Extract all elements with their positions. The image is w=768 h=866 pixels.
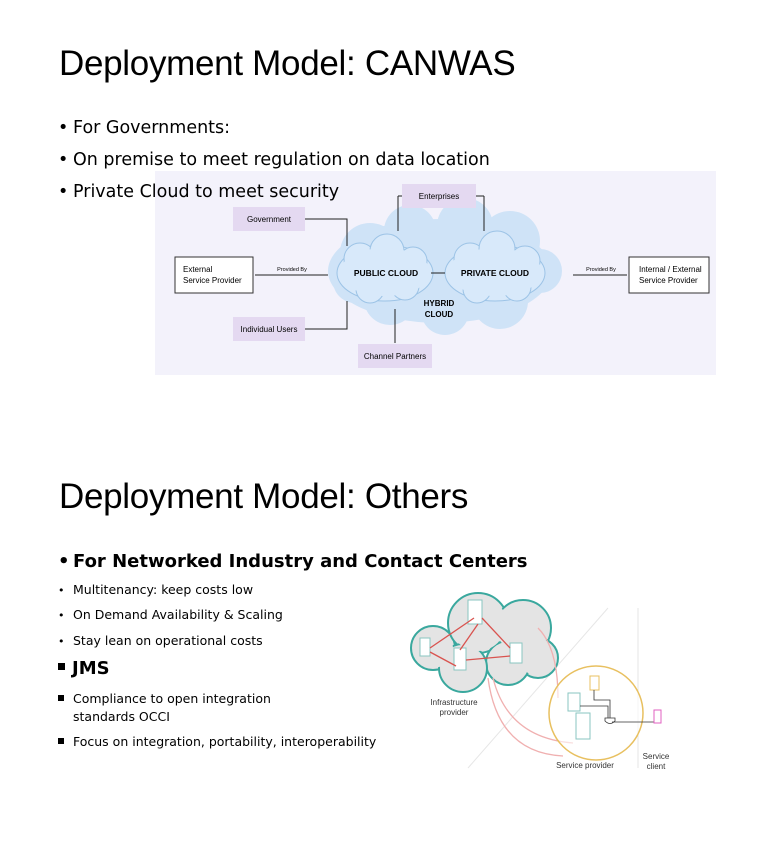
bullet-dot: • [58,635,65,648]
slide2-title: Deployment Model: Others [59,477,469,516]
internal-provider-label-2: Service Provider [639,276,698,285]
square-bullet-icon [58,737,64,744]
slide1-bullet-2: •On premise to meet regulation on data l… [58,150,490,170]
bullet-dot: • [58,150,69,170]
square-bullet-icon [58,694,64,701]
individual-users-label: Individual Users [241,325,298,334]
bullet-dot: • [58,182,69,202]
slide1-title: Deployment Model: CANWAS [59,44,516,83]
enterprises-box [402,184,476,208]
slide2-sub-1: • Multitenancy: keep costs low [58,582,253,597]
government-box [233,207,305,231]
bullet-text: On premise to meet regulation on data lo… [73,150,490,170]
government-label: Government [247,215,292,224]
bullet-text: Focus on integration, portability, inter… [73,734,377,749]
external-provider-label-2: Service Provider [183,276,242,285]
cloud-provider-diagram: Infrastructure provider Service provider… [410,592,670,771]
slide1-bullet-1: •For Governments: [58,118,230,138]
bullet-dot: • [58,551,70,572]
individual-users-box [233,317,305,341]
slide2-heading-jms: JMS [58,658,110,679]
hybrid-cloud-diagram: PUBLIC CLOUD PRIVATE CLOUD HYBRID CLOUD … [155,171,716,375]
bullet-text: standards OCCI [73,709,170,724]
enterprises-label: Enterprises [419,192,459,201]
bullet-text: On Demand Availability & Scaling [73,607,283,622]
slide2-heading-networked: •For Networked Industry and Contact Cent… [58,551,528,572]
service-provider-label: Service provider [556,761,614,770]
channel-partners-label: Channel Partners [364,352,426,361]
service-servers [567,675,600,740]
private-cloud-label: PRIVATE CLOUD [461,268,529,278]
server-icons [419,599,523,671]
bullet-dot: • [58,609,65,622]
service-client-device [653,709,662,724]
bullet-text: Private Cloud to meet security [73,182,340,202]
bullet-text: Compliance to open integration [73,691,271,706]
diagram-connectors [255,195,627,343]
slide2-sub-2: • On Demand Availability & Scaling [58,607,283,622]
provided-by-left-label: Provided By [277,267,307,273]
infrastructure-label-2: provider [440,708,469,717]
hybrid-cloud-label-1: HYBRID [424,299,455,308]
bullet-text: Stay lean on operational costs [73,633,263,648]
internal-provider-box [628,256,710,294]
slide2-jms-sub-1-cont: standards OCCI [73,709,170,724]
slide2-jms-sub-2: Focus on integration, portability, inter… [58,734,376,749]
bullet-dot: • [58,584,65,597]
service-provider-circle [548,665,644,761]
channel-partners-box [358,344,432,368]
bullet-text: Multitenancy: keep costs low [73,582,254,597]
hybrid-cloud-label-2: CLOUD [425,310,454,319]
bullet-text: For Governments: [73,118,231,138]
provided-by-right-label: Provided By [586,267,616,273]
bullet-text: JMS [72,658,110,679]
public-cloud-label: PUBLIC CLOUD [354,268,418,278]
slide2-jms-sub-1: Compliance to open integration [58,691,271,706]
service-client-label-1: Service [643,752,670,761]
service-links [580,690,654,724]
external-provider-label-1: External [183,265,213,274]
slide2-sub-3: • Stay lean on operational costs [58,633,263,648]
infrastructure-label-1: Infrastructure [430,698,478,707]
bullet-text: For Networked Industry and Contact Cente… [73,551,528,572]
internal-provider-label-1: Internal / External [639,265,702,274]
slide1-bullet-3: •Private Cloud to meet security [58,182,339,202]
bullet-dot: • [58,118,69,138]
square-bullet-icon [58,662,65,670]
service-client-label-2: client [647,762,666,771]
external-provider-box [174,256,254,294]
